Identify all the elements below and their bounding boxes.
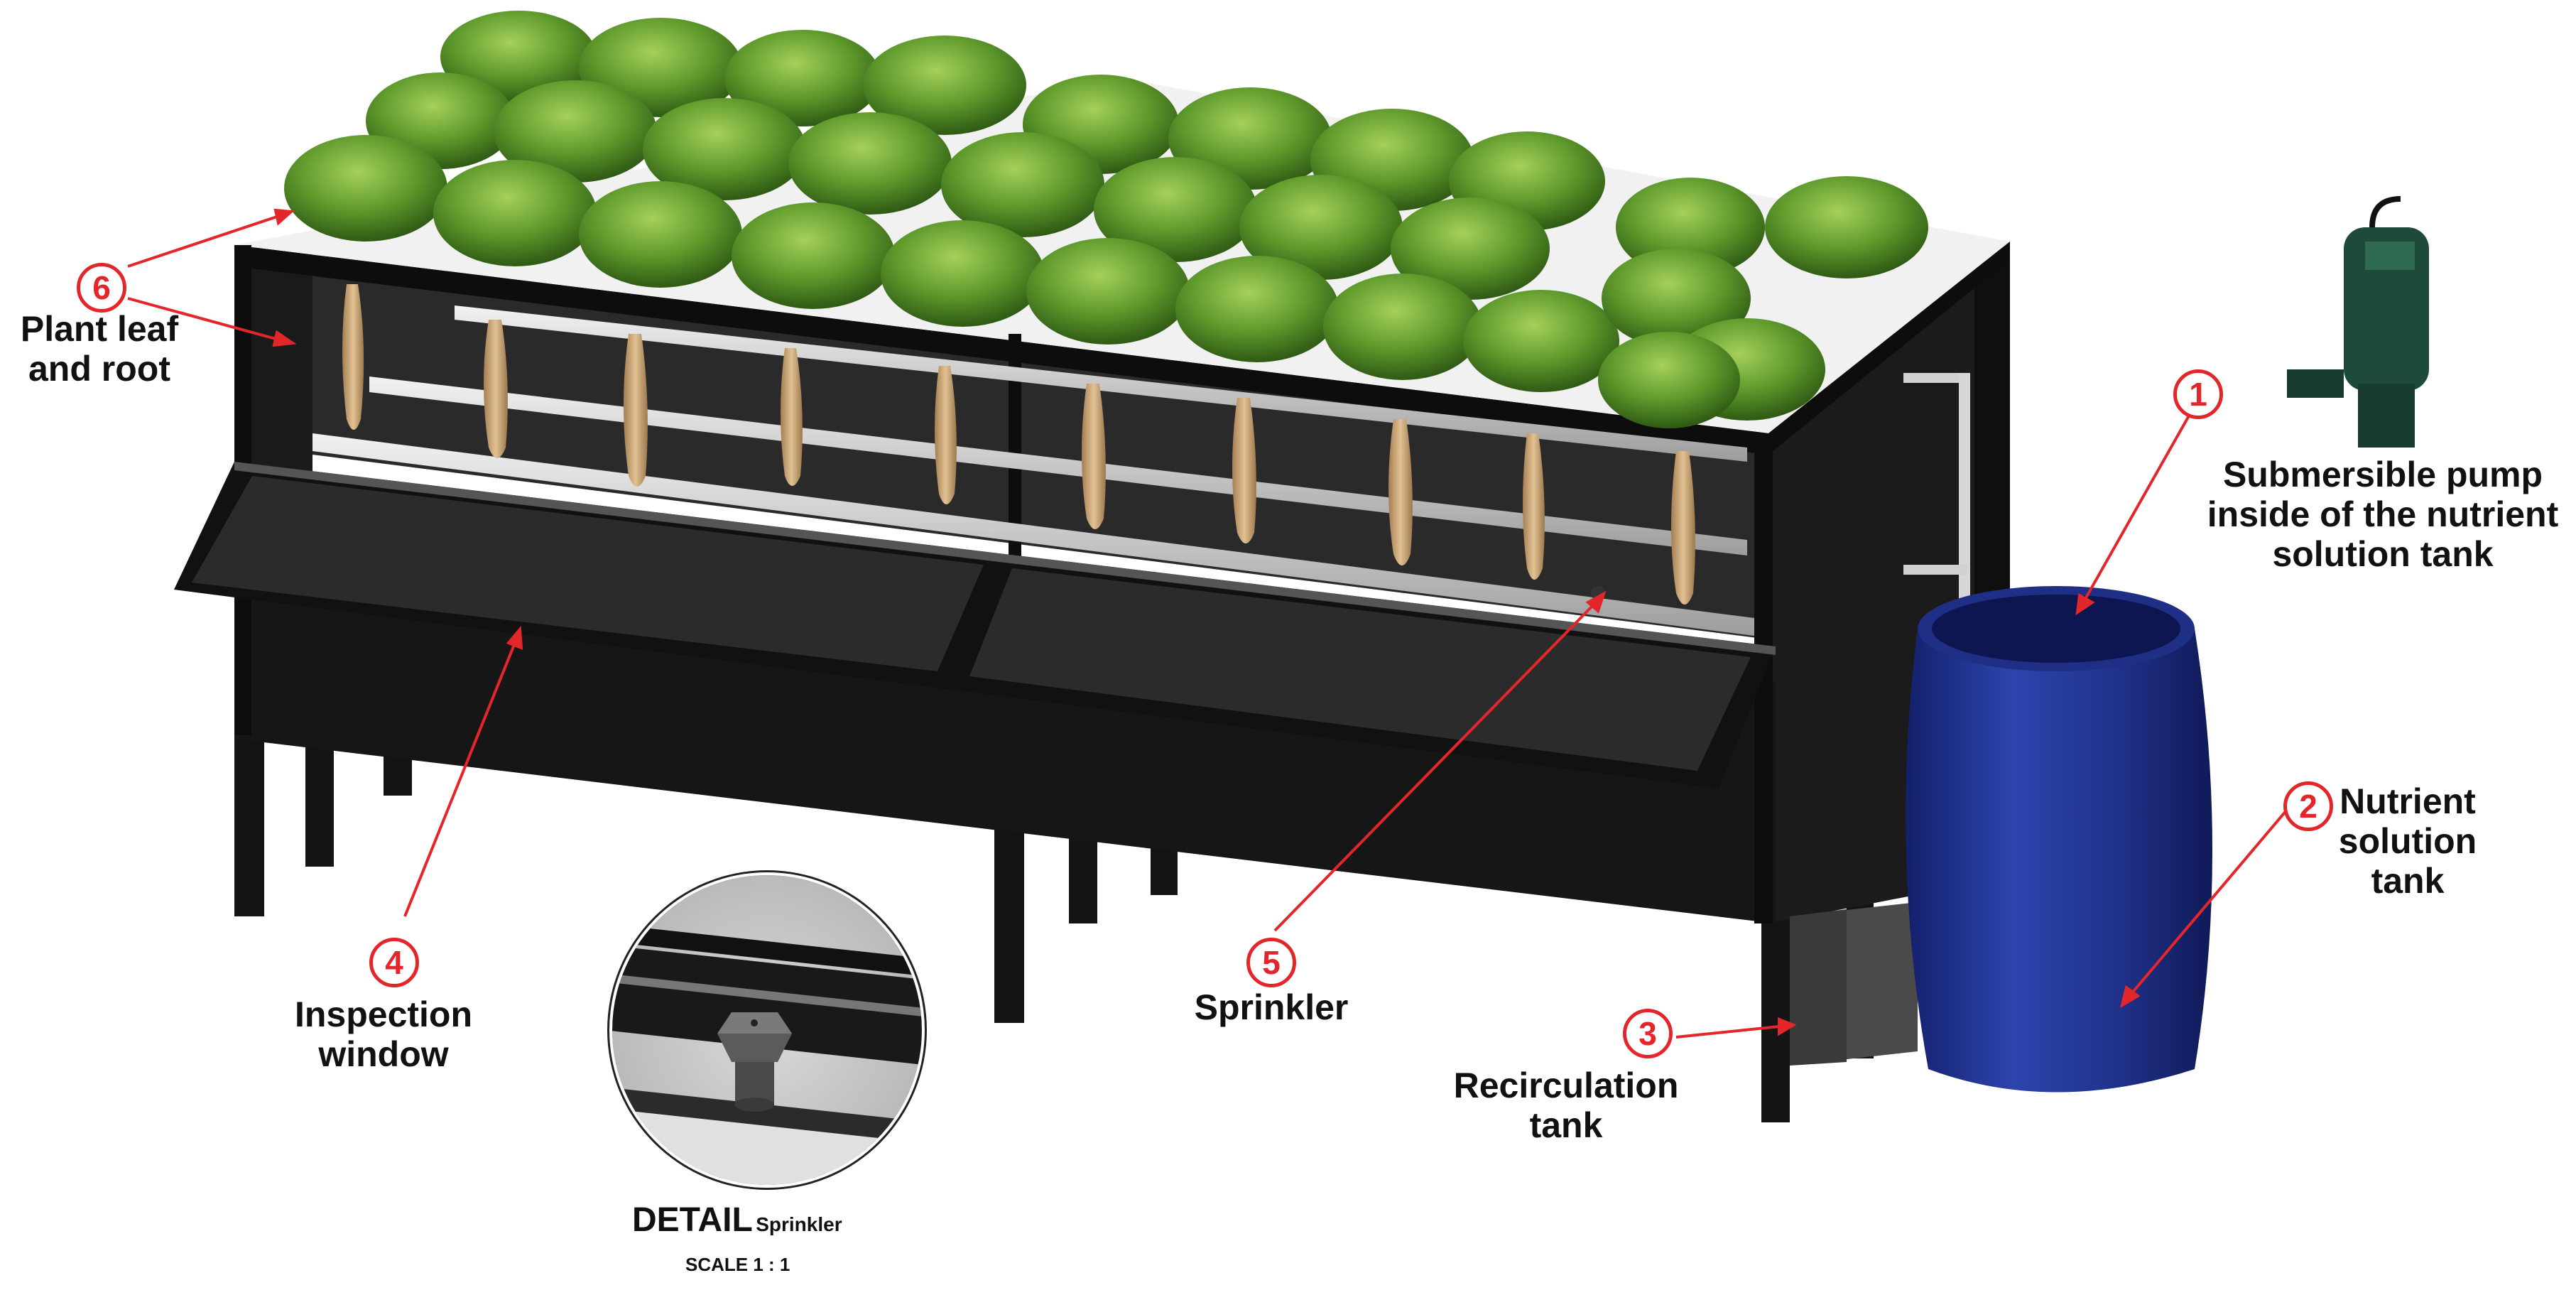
label-line: window <box>318 1034 449 1074</box>
callout-number-3: 3 <box>1623 1009 1673 1058</box>
detail-caption: DETAIL Sprinkler <box>632 1201 916 1240</box>
label-line: Sprinkler <box>1194 987 1349 1027</box>
callout-number-1: 1 <box>2173 369 2223 419</box>
recirculation-tank <box>1790 902 1918 1066</box>
label-line: inside of the nutrient <box>2207 494 2559 534</box>
callout-leaders <box>127 208 2288 1039</box>
label-line: Inspection <box>294 995 473 1034</box>
callout-number-6: 6 <box>77 263 126 313</box>
label-line: Submersible pump <box>2222 455 2543 494</box>
label-sprinkler: Sprinkler <box>1165 987 1378 1027</box>
label-line: solution tank <box>2272 534 2494 574</box>
callout-number-5: 5 <box>1246 938 1296 987</box>
label-line: Recirculation <box>1453 1066 1679 1105</box>
pump-pipe <box>1903 373 1970 629</box>
detail-view <box>607 870 927 1190</box>
label-submersible-pump: Submersible pump inside of the nutrient … <box>2184 455 2576 574</box>
label-plant-leaf-root: Plant leaf and root <box>7 309 192 389</box>
label-recirculation-tank: Recirculation tank <box>1424 1066 1708 1145</box>
plant-roots <box>342 284 1695 605</box>
label-inspection-window: Inspection window <box>270 995 497 1074</box>
detail-subject: Sprinkler <box>756 1213 842 1235</box>
nutrient-tank-barrel <box>1906 586 2212 1093</box>
callout-number-2: 2 <box>2283 781 2333 831</box>
label-line: solution <box>2338 821 2477 861</box>
label-line: tank <box>1529 1105 1603 1145</box>
label-line: tank <box>2371 861 2445 901</box>
label-line: Nutrient <box>2339 781 2476 821</box>
submersible-pump-icon <box>2287 196 2429 448</box>
label-line: and root <box>28 349 170 389</box>
label-nutrient-tank: Nutrient solution tank <box>2315 781 2500 901</box>
label-line: Plant leaf <box>20 309 179 349</box>
callout-number-4: 4 <box>369 938 419 987</box>
inspection-window-panel <box>174 462 1776 789</box>
detail-title: DETAIL <box>632 1201 753 1239</box>
detail-scale: SCALE 1 : 1 <box>685 1254 790 1275</box>
lettuce-plants <box>284 11 1928 428</box>
